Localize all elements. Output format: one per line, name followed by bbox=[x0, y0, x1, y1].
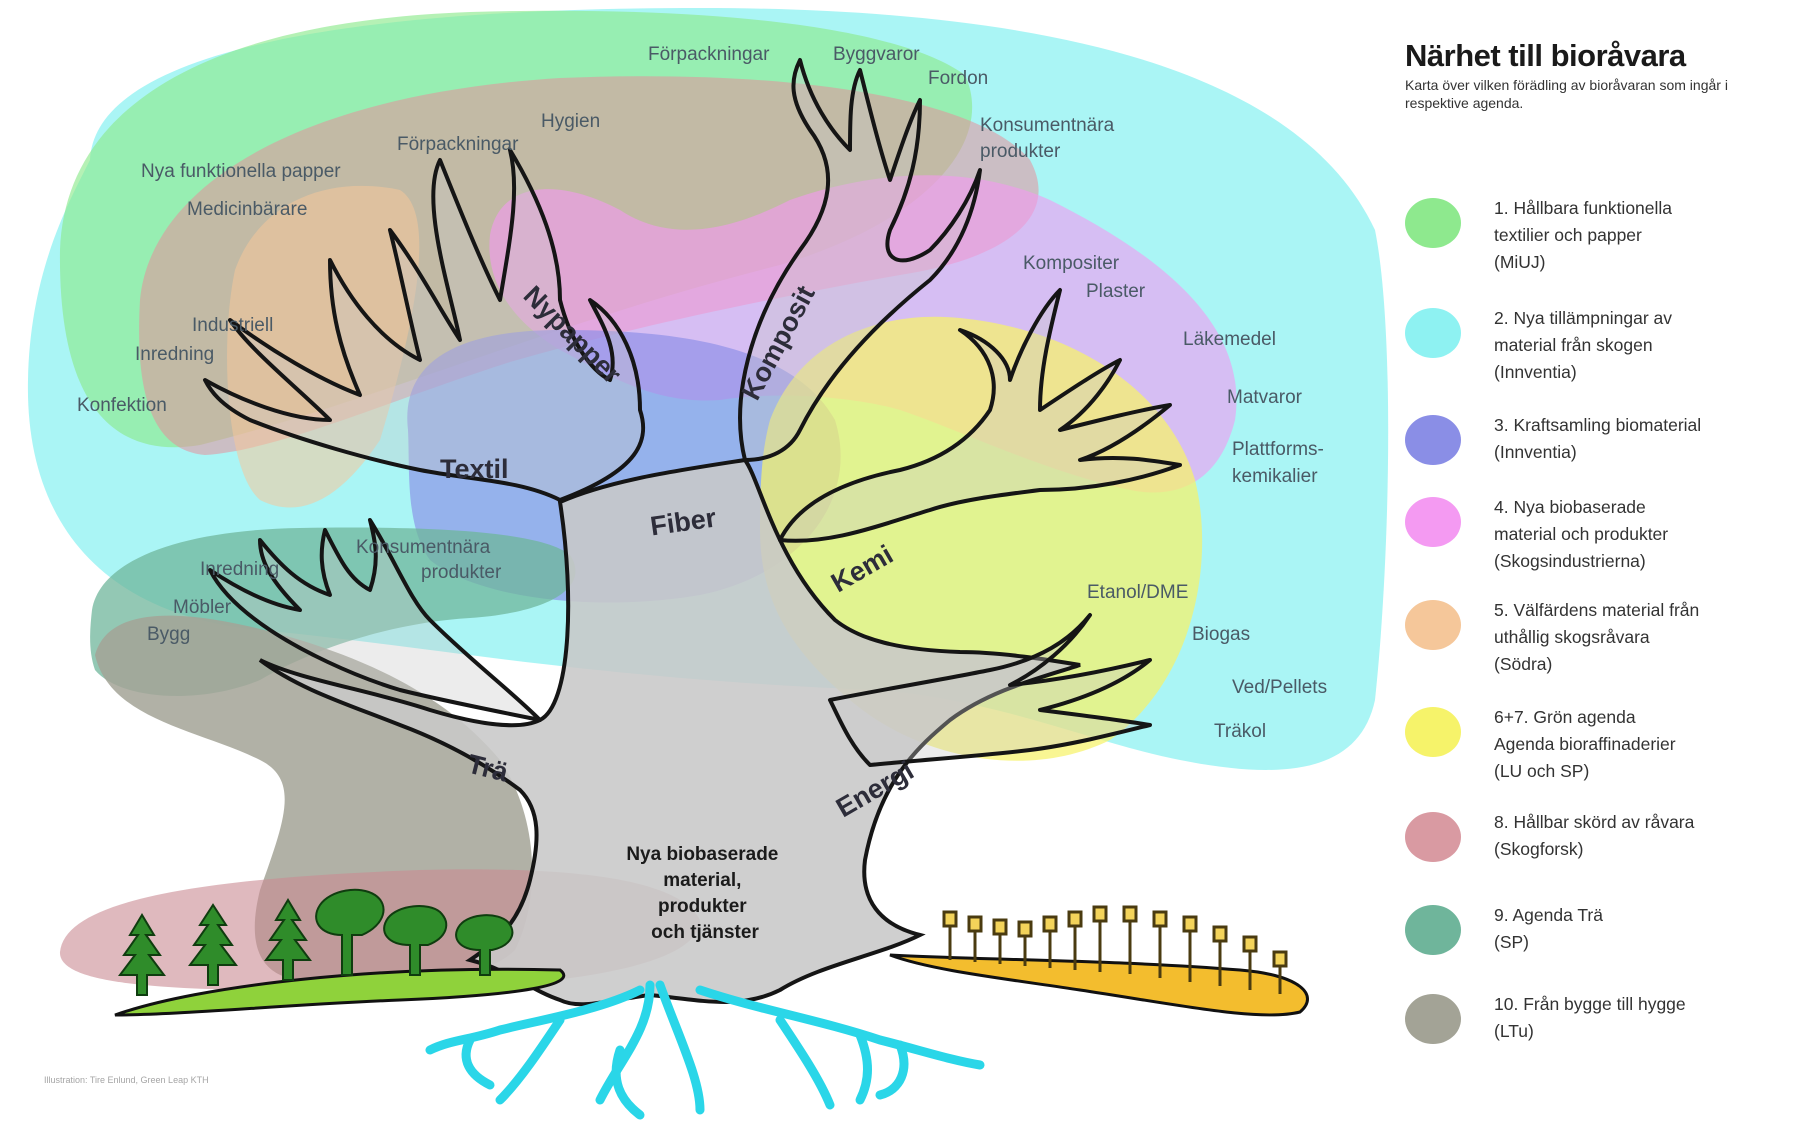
label-bygg: Bygg bbox=[147, 624, 190, 645]
tree-diagram: Nypapper Komposit Textil Fiber Kemi Trä … bbox=[0, 0, 1400, 1121]
legend-label-1: 1. Hållbara funktionella textilier och p… bbox=[1494, 195, 1789, 276]
legend-label-3: 3. Kraftsamling biomaterial (Innventia) bbox=[1494, 412, 1789, 466]
legend-label-7: 8. Hållbar skörd av råvara (Skogforsk) bbox=[1494, 809, 1789, 863]
label-lakemedel: Läkemedel bbox=[1183, 329, 1276, 350]
label-biogas: Biogas bbox=[1192, 624, 1250, 645]
label-ved: Ved/Pellets bbox=[1232, 677, 1327, 698]
legend-label-8: 9. Agenda Trä (SP) bbox=[1494, 902, 1789, 956]
label-konsumentnara-top-1: Konsumentnära bbox=[980, 115, 1115, 136]
legend-swatch-7 bbox=[1405, 812, 1461, 862]
legend-label-6: 6+7. Grön agenda Agenda bioraffinaderier… bbox=[1494, 704, 1789, 785]
label-plattforms-1: Plattforms- bbox=[1232, 439, 1324, 460]
legend-label-2: 2. Nya tillämpningar av material från sk… bbox=[1494, 305, 1789, 386]
legend-label-4: 4. Nya biobaserade material och produkte… bbox=[1494, 494, 1789, 575]
label-matvaror: Matvaror bbox=[1227, 387, 1303, 408]
label-forpackningar-top: Förpackningar bbox=[648, 44, 770, 65]
legend-label-9: 10. Från bygge till hygge (LTu) bbox=[1494, 991, 1789, 1045]
label-nya-funktionella-papper: Nya funktionella papper bbox=[141, 161, 341, 182]
label-byggvaror: Byggvaror bbox=[833, 44, 920, 65]
legend-swatch-2 bbox=[1405, 308, 1461, 358]
label-konfektion: Konfektion bbox=[77, 395, 167, 416]
legend-label-5: 5. Välfärdens material från uthållig sko… bbox=[1494, 597, 1789, 678]
label-fordon: Fordon bbox=[928, 68, 988, 89]
legend-swatch-1 bbox=[1405, 198, 1461, 248]
label-inredning: Inredning bbox=[200, 559, 279, 580]
legend-subtitle: Karta över vilken förädling av bioråvara… bbox=[1405, 76, 1775, 112]
illustration-credit: Illustration: Tire Enlund, Green Leap KT… bbox=[44, 1075, 209, 1085]
label-mobler: Möbler bbox=[173, 597, 232, 618]
trunk-label-line-4: och tjänster bbox=[651, 922, 759, 943]
label-forpackningar: Förpackningar bbox=[397, 134, 519, 155]
legend-swatch-5 bbox=[1405, 600, 1461, 650]
legend-swatch-3 bbox=[1405, 415, 1461, 465]
label-hygien: Hygien bbox=[541, 111, 600, 132]
roots bbox=[430, 985, 980, 1115]
label-konsumentnara-low-1: Konsumentnära bbox=[356, 537, 491, 558]
trunk-label-line-2: material, bbox=[663, 870, 741, 891]
branch-label-textil: Textil bbox=[440, 454, 509, 484]
label-plaster: Plaster bbox=[1086, 281, 1146, 302]
label-etanol: Etanol/DME bbox=[1087, 582, 1188, 603]
label-konsumentnara-top-2: produkter bbox=[980, 141, 1061, 162]
label-konsumentnara-low-2: produkter bbox=[421, 562, 502, 583]
label-medicinbarare: Medicinbärare bbox=[187, 199, 307, 220]
legend-title: Närhet till bioråvara bbox=[1405, 38, 1790, 74]
trunk-label-line-1: Nya biobaserade bbox=[626, 844, 778, 865]
label-inredning-top: Inredning bbox=[135, 344, 214, 365]
legend-swatch-6 bbox=[1405, 707, 1461, 757]
label-kompositer: Kompositer bbox=[1023, 253, 1120, 274]
trunk-label-line-3: produkter bbox=[658, 896, 747, 917]
label-trakol: Träkol bbox=[1214, 721, 1266, 742]
legend: Närhet till bioråvara Karta över vilken … bbox=[1405, 38, 1790, 112]
label-plattforms-2: kemikalier bbox=[1232, 466, 1318, 487]
label-industriell: Industriell bbox=[192, 315, 273, 336]
legend-swatch-9 bbox=[1405, 994, 1461, 1044]
legend-swatch-8 bbox=[1405, 905, 1461, 955]
legend-swatch-4 bbox=[1405, 497, 1461, 547]
